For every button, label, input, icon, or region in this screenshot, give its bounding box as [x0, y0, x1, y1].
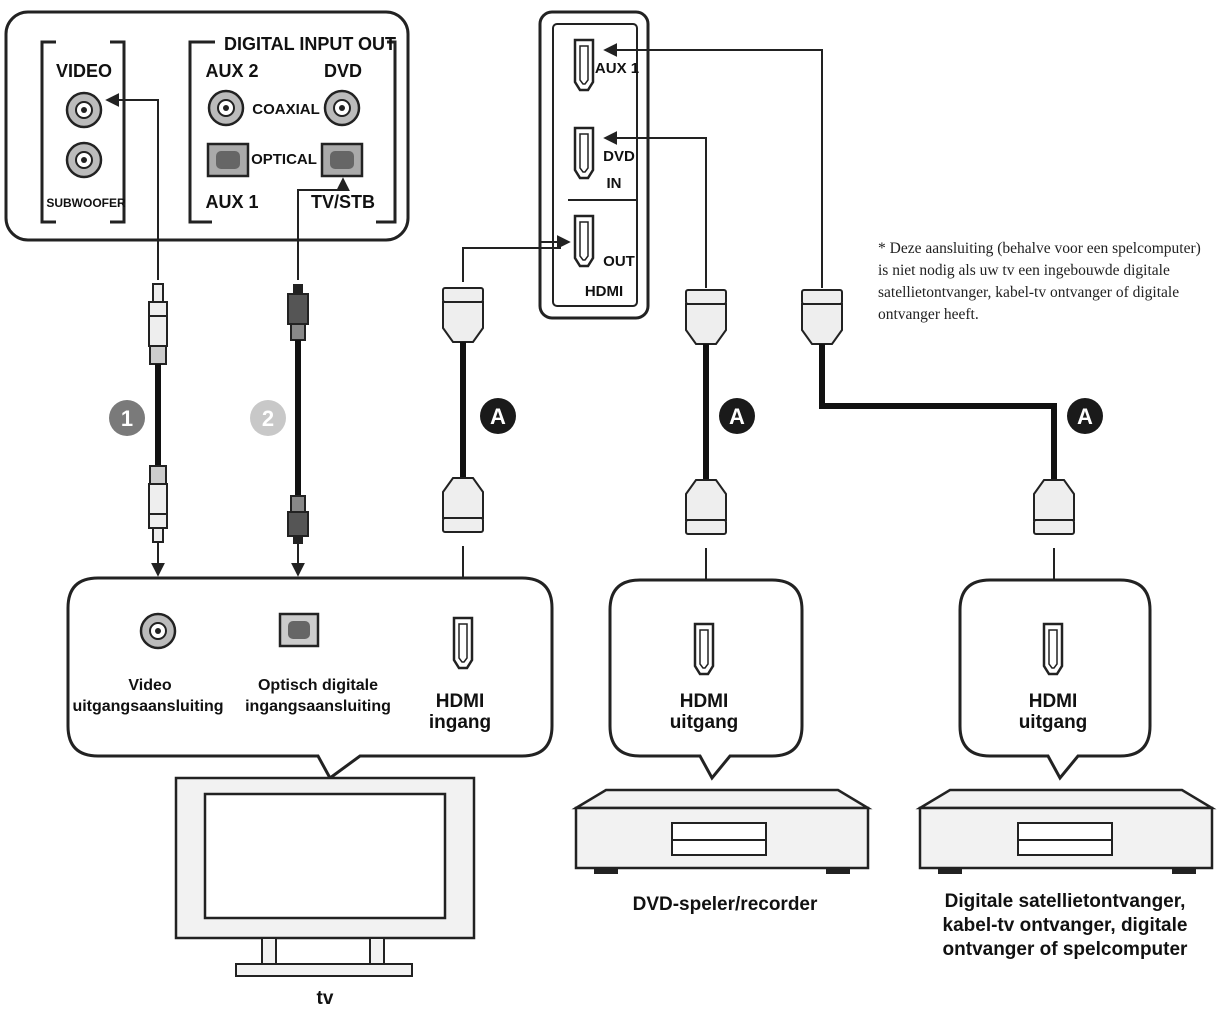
video-cable: [105, 93, 168, 577]
coaxial-label: COAXIAL: [252, 101, 320, 118]
dvd-hdmi-line1: HDMI: [680, 691, 729, 712]
tv-caption: tv: [316, 988, 334, 1009]
hdmi-out-label: OUT: [603, 253, 635, 270]
optical-tvstb-port[interactable]: [320, 142, 364, 178]
tv-video-line1: Video: [128, 677, 172, 694]
coaxial-aux2-jack[interactable]: [207, 89, 245, 127]
receiver-panel: VIDEO SUBWOOFER DIGITAL INPUT OUT AUX 2 …: [4, 10, 410, 242]
coaxial-dvd-jack[interactable]: [323, 89, 361, 127]
cable-marker-a-tv: A: [480, 398, 516, 434]
dvd-caption: DVD-speler/recorder: [632, 894, 818, 915]
optical-aux1-port[interactable]: [206, 142, 250, 178]
aux2-label: AUX 2: [205, 61, 258, 81]
svg-text:A: A: [729, 404, 745, 429]
hdmi-dvd-label: DVD: [603, 148, 635, 165]
sat-hdmi-line1: HDMI: [1029, 691, 1078, 712]
tv-hdmi-line1: HDMI: [436, 691, 485, 712]
dvd-label: DVD: [324, 61, 362, 81]
footnote: * Deze aansluiting (behalve voor een spe…: [878, 240, 1201, 323]
svg-text:A: A: [490, 404, 506, 429]
tv-video-output-jack[interactable]: [139, 612, 177, 650]
tv-illustration: [174, 776, 476, 977]
cable-marker-a-sat: A: [1067, 398, 1103, 434]
cable-marker-2: 2: [250, 400, 286, 436]
dvd-hdmi-line2: uitgang: [670, 712, 739, 733]
sat-caption-line1: Digitale satellietontvanger,: [944, 891, 1186, 912]
svg-text:2: 2: [262, 406, 274, 431]
tv-optical-line2: ingangsaansluiting: [245, 698, 391, 715]
tv-optical-input-port[interactable]: [278, 612, 320, 648]
subwoofer-label: SUBWOOFER: [46, 196, 126, 210]
dvd-callout: HDMI uitgang: [608, 578, 804, 781]
sat-caption: Digitale satellietontvanger, kabel-tv on…: [915, 890, 1215, 962]
hdmi-cable-sat: [603, 43, 1075, 609]
hdmi-panel-title: HDMI: [585, 283, 623, 300]
sat-caption-line3: ontvanger of spelcomputer: [942, 939, 1188, 960]
tvstb-label: TV/STB: [311, 192, 375, 212]
dvd-player-illustration: [571, 788, 873, 874]
tv-hdmi-line2: ingang: [429, 712, 491, 733]
sat-callout: HDMI uitgang: [958, 578, 1152, 781]
tv-video-line2: uitgangsaansluiting: [72, 698, 223, 715]
svg-text:A: A: [1077, 404, 1093, 429]
tv-optical-line1: Optisch digitale: [258, 677, 378, 694]
subwoofer-jack[interactable]: [65, 141, 103, 179]
digital-out-label: OUT: [358, 34, 396, 54]
optical-label: OPTICAL: [251, 151, 317, 168]
cable-marker-a-dvd: A: [719, 398, 755, 434]
hdmi-in-label: IN: [607, 175, 622, 192]
sat-receiver-illustration: [915, 788, 1217, 874]
aux1-label: AUX 1: [205, 192, 258, 212]
digital-input-label: DIGITAL INPUT: [224, 34, 353, 54]
cable-marker-1: 1: [109, 400, 145, 436]
tv-callout: Video uitgangsaansluiting Optisch digita…: [66, 576, 554, 781]
sat-caption-line2: kabel-tv ontvanger, digitale: [942, 915, 1188, 936]
hdmi-panel: AUX 1 DVD IN OUT HDMI: [538, 10, 650, 320]
svg-text:1: 1: [121, 406, 133, 431]
hdmi-aux1-label: AUX 1: [595, 60, 639, 77]
optical-cable: [287, 177, 350, 577]
video-label: VIDEO: [56, 61, 112, 81]
sat-hdmi-line2: uitgang: [1019, 712, 1088, 733]
video-jack[interactable]: [65, 91, 103, 129]
